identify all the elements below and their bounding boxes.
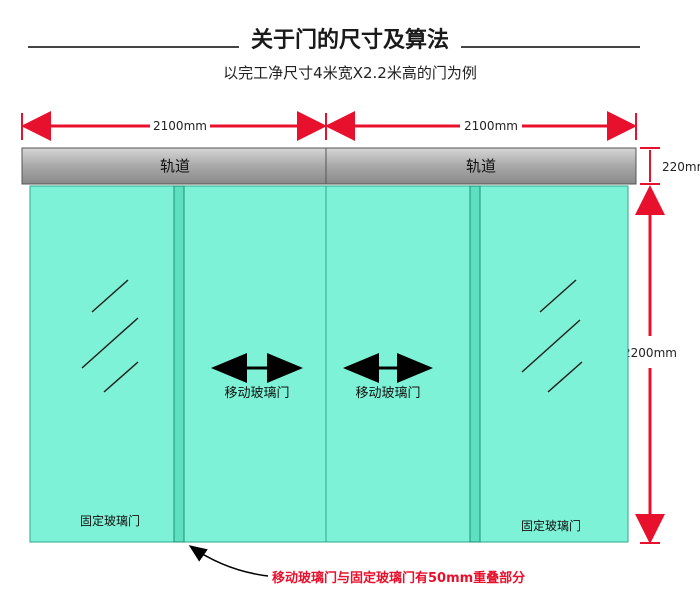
- dim-label-right-width: 2100mm: [464, 119, 518, 133]
- dim-label-door-height: 2200mm: [623, 346, 677, 360]
- moving-glass-right: [325, 185, 477, 543]
- label-fixed-left: 固定玻璃门: [80, 513, 140, 528]
- dim-label-left-width: 2100mm: [153, 119, 207, 133]
- overlap-strip-right: [469, 185, 481, 543]
- page-title: 关于门的尺寸及算法: [0, 22, 700, 54]
- reflection-line: [81, 317, 139, 369]
- track-label-left: 轨道: [160, 157, 190, 175]
- fixed-glass-left: [29, 185, 177, 543]
- track-left: [21, 147, 329, 185]
- page-subtitle: 以完工净尺寸4米宽X2.2米高的门为例: [223, 64, 477, 82]
- reflection-line: [521, 319, 581, 373]
- glass-panels: [29, 185, 629, 543]
- track-label-right: 轨道: [466, 157, 496, 175]
- glass-reflections: [81, 279, 583, 393]
- reflection-line: [539, 279, 577, 313]
- title-rule-left: [28, 46, 246, 48]
- overlap-note: 移动玻璃门与固定玻璃门有50mm重叠部分: [272, 570, 525, 586]
- width-dimension: 2100mm 2100mm: [21, 111, 637, 141]
- reflection-line: [91, 279, 129, 313]
- label-moving-left: 移动玻璃门: [224, 386, 289, 401]
- moving-glass-left: [175, 185, 327, 543]
- overlap-strip-left: [173, 185, 185, 543]
- title-rule-right: [454, 46, 640, 48]
- label-fixed-right: 固定玻璃门: [521, 518, 581, 533]
- height-dimension: 220mm 2200mm: [623, 147, 700, 544]
- reflection-line: [103, 361, 139, 393]
- reflection-line: [547, 361, 583, 393]
- fixed-glass-right: [475, 185, 629, 543]
- overlap-callout-arrow: [188, 545, 269, 577]
- label-moving-right: 移动玻璃门: [355, 386, 420, 401]
- dim-label-track-height: 220mm: [662, 160, 700, 174]
- track: 轨道 轨道: [21, 147, 637, 185]
- track-right: [325, 147, 637, 185]
